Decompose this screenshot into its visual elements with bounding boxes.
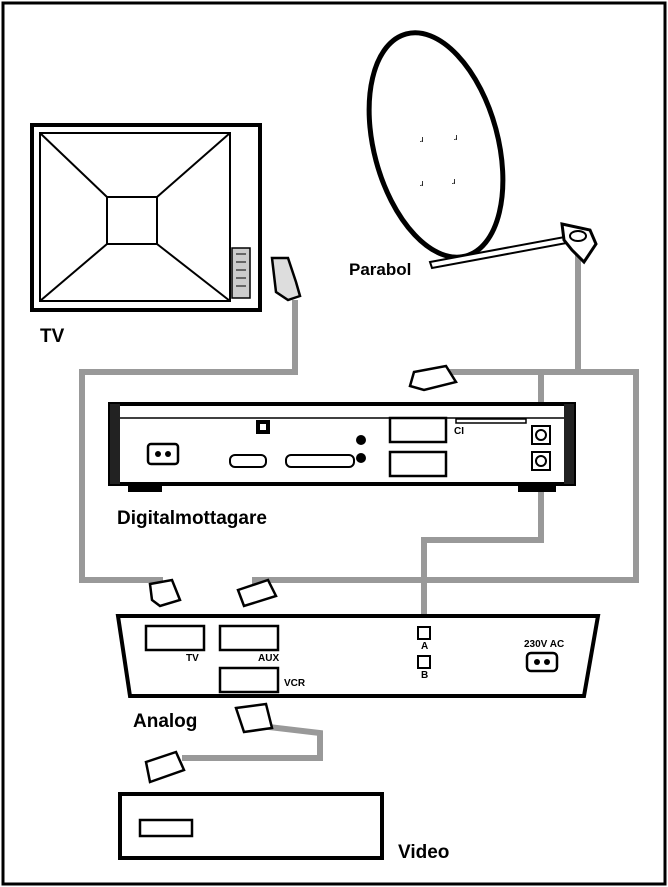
label-video: Video xyxy=(398,842,450,863)
svg-text:ɹ: ɹ xyxy=(420,135,424,145)
tv-scart-plug xyxy=(270,256,302,302)
tv-set xyxy=(30,123,262,312)
digital-receiver xyxy=(108,402,576,492)
label-power-230v: 230V AC xyxy=(524,639,565,650)
label-port-b: B xyxy=(421,670,429,681)
label-port-vcr: VCR xyxy=(284,678,306,689)
svg-text:ɹ: ɹ xyxy=(420,179,424,189)
cable-analog-vcr-to-video xyxy=(182,722,323,761)
analog-scart-plugs xyxy=(148,578,278,734)
satellite-dish: ɹ ɹ ɹ ɹ xyxy=(366,30,598,270)
label-analog: Analog xyxy=(133,711,198,732)
cable-lnb-out-to-analog-a xyxy=(421,466,544,625)
video-recorder xyxy=(118,792,384,860)
analog-receiver xyxy=(115,614,601,698)
label-port-tv: TV xyxy=(186,653,199,664)
label-port-aux: AUX xyxy=(258,653,280,664)
cable-dish-to-lnb-in xyxy=(538,250,581,430)
label-digitalmottagare: Digitalmottagare xyxy=(117,508,267,529)
svg-text:ɹ: ɹ xyxy=(452,177,456,187)
label-ci: CI xyxy=(454,426,464,437)
digital-scart-plug xyxy=(408,364,458,392)
video-scart-plug xyxy=(144,750,186,784)
label-port-a: A xyxy=(421,641,429,652)
label-tv: TV xyxy=(40,326,65,347)
svg-text:ɹ: ɹ xyxy=(454,133,458,143)
label-parabol: Parabol xyxy=(349,260,412,279)
